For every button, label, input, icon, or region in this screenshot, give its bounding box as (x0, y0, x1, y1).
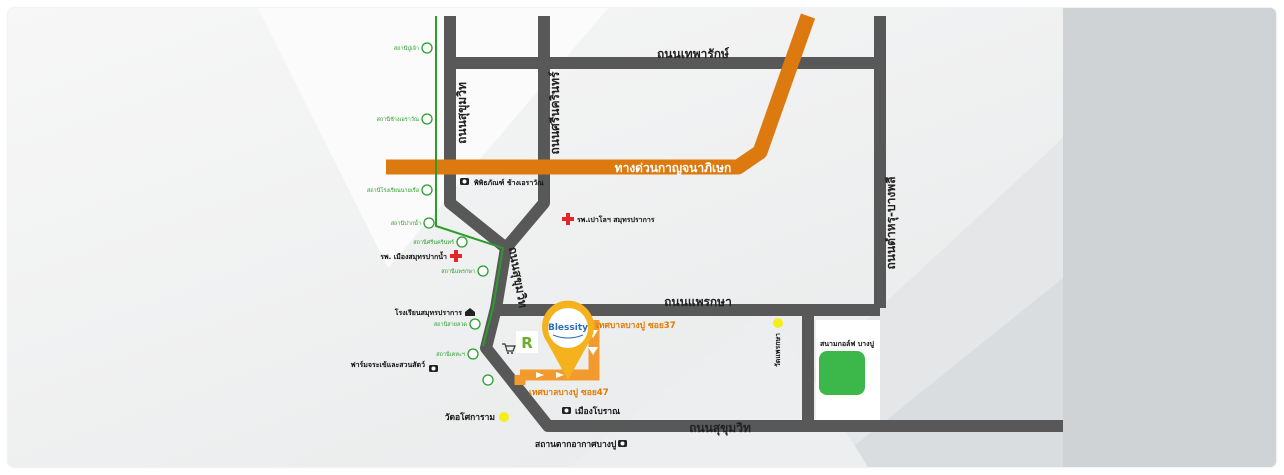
road-sukhumvit-upper (444, 16, 510, 253)
expressway-kanchanaphisek (386, 13, 816, 175)
poi-ancient-city: เมืองโบราณ (562, 406, 620, 417)
school-icon (465, 308, 475, 316)
svg-text:ฟาร์มจระเข้และสวนสัตว์: ฟาร์มจระเข้และสวนสัตว์ (351, 360, 425, 369)
bts-station-icon (421, 42, 433, 54)
camera-lens (462, 179, 467, 184)
svg-text:สถานีช้างเอราวัณ: สถานีช้างเอราวัณ (377, 116, 419, 123)
soi-37-label: เทศบาลบางปู ซอย37 (596, 321, 676, 331)
bts-station-icon (467, 348, 479, 360)
svg-text:วัดแพรกษา: วัดแพรกษา (774, 333, 782, 367)
map-card: ถนนเทพารักษ์ ถนนสุขุมวิท ถนนศรีนครินทร์ … (8, 8, 1276, 467)
road-label-theparak: ถนนเทพารักษ์ (657, 47, 729, 61)
svg-text:วัดอโศการาม: วัดอโศการาม (445, 412, 495, 423)
golf-course-icon (819, 351, 865, 395)
hospital-cross-icon (450, 250, 462, 262)
station-sailuat: สถานีสายลวด (434, 318, 481, 330)
hospital-cross-icon (562, 213, 574, 225)
poi-golf: สนามกอล์ฟ บางปู (820, 339, 875, 349)
station-pu-chao: สถานีปู่เจ้า (394, 42, 433, 54)
road-label-phraeksa: ถนนแพรกษา (664, 295, 732, 309)
bts-station-icon (477, 265, 489, 277)
temple-marker-icon (773, 318, 783, 328)
svg-text:สถานตากอากาศบางปู: สถานตากอากาศบางปู (535, 440, 617, 450)
shop-cart-icon (502, 343, 516, 354)
svg-text:สถานีศรีนครินทร์: สถานีศรีนครินทร์ (413, 239, 454, 246)
pin-swoosh (552, 334, 584, 339)
poi-hospital-paolo: รพ.เปาโลฯ สมุทรปราการ (562, 213, 655, 225)
station-paknam: สถานีปากน้ำ (391, 217, 435, 229)
camera-lens (620, 441, 625, 446)
bts-stations: สถานีปู่เจ้า สถานีช้างเอราวัณ สถานีโรงเร… (367, 42, 494, 386)
logo-box (516, 331, 538, 353)
svg-text:รพ.เปาโลฯ สมุทรปราการ: รพ.เปาโลฯ สมุทรปราการ (577, 215, 655, 224)
soi-arrows (536, 330, 598, 378)
bts-station-icon (469, 318, 481, 330)
station-srinakarin: สถานีศรีนครินทร์ (413, 236, 468, 248)
svg-text:เมืองโบราณ: เมืองโบราณ (575, 406, 620, 417)
project-logo: R (516, 331, 538, 353)
soi-47-label: เทศบาลบางปู ซอย47 (529, 388, 609, 398)
station-chang-erawan: สถานีช้างเอราวัณ (377, 113, 433, 125)
bts-station-icon (482, 374, 494, 386)
camera-lens (564, 408, 569, 413)
soi-roads (514, 320, 600, 385)
svg-text:สถานีเคหะฯ: สถานีเคหะฯ (436, 351, 465, 358)
poi-wat-phraeksa: วัดแพรกษา (773, 318, 783, 367)
camera-lens (431, 366, 436, 371)
bts-station-icon (423, 217, 435, 229)
arrow-down-icon (588, 347, 598, 355)
road-label-sukhumvit-south: ถนนสุขุมวิท (689, 421, 751, 436)
poi-wat-asokaram: วัดอโศการาม (445, 412, 509, 423)
map-svg: ถนนเทพารักษ์ ถนนสุขุมวิท ถนนศรีนครินทร์ … (8, 8, 1276, 467)
logo-letter: R (521, 334, 533, 352)
svg-text:สนามกอล์ฟ บางปู: สนามกอล์ฟ บางปู (820, 339, 875, 349)
poi-bangpu: สถานตากอากาศบางปู (535, 440, 627, 450)
bg-facet (258, 8, 608, 268)
bg-facet (828, 278, 1063, 467)
svg-text:สถานีแพรกษา: สถานีแพรกษา (441, 268, 475, 275)
poi-farm: ฟาร์มจระเข้และสวนสัตว์ (351, 360, 438, 372)
svg-text:สถานีสายลวด: สถานีสายลวด (434, 321, 468, 328)
temple-marker-icon (499, 412, 509, 422)
bts-station-icon (421, 184, 433, 196)
station-phraeksa: สถานีแพรกษา (441, 265, 489, 277)
road-label-srinakarin: ถนนศรีนครินทร์ (548, 71, 562, 155)
soi-37-road (520, 320, 600, 381)
road-label-tamru-bangphli: ถนนตำหรุ-บางพลี (884, 176, 899, 269)
pin-inner (548, 308, 588, 348)
svg-text:สถานีปากน้ำ: สถานีปากน้ำ (391, 219, 421, 227)
svg-text:พิพิธภัณฑ์ ช้างเอราวัณ: พิพิธภัณฑ์ ช้างเอราวัณ (474, 178, 545, 187)
poi-hospital-muang: รพ. เมืองสมุทรปากน้ำ (380, 250, 462, 262)
arrow-right-icon (556, 372, 564, 378)
road-sukhumvit-lower (480, 247, 808, 432)
svg-text:รพ. เมืองสมุทรปากน้ำ: รพ. เมืองสมุทรปากน้ำ (380, 250, 447, 261)
project-location-pin[interactable]: Blessity (542, 300, 594, 380)
poi-school: โรงเรียนสมุทรปราการ (394, 308, 475, 317)
bts-station-icon (456, 236, 468, 248)
station-extra (482, 374, 494, 386)
station-kheha: สถานีเคหะฯ (436, 348, 479, 360)
pin-brand-text: Blessity (548, 323, 588, 333)
road-label-expressway: ทางด่วนกาญจนาภิเษก (615, 161, 732, 175)
bts-line (435, 16, 505, 347)
right-panel (1063, 8, 1276, 467)
svg-text:สถานีปู่เจ้า: สถานีปู่เจ้า (394, 45, 419, 52)
arrow-right-icon (536, 372, 544, 378)
road-srinakarin (501, 16, 550, 252)
svg-text:โรงเรียนสมุทรปราการ: โรงเรียนสมุทรปราการ (394, 308, 463, 317)
station-naval-academy: สถานีโรงเรียนนายเรือ (367, 184, 433, 196)
road-label-sukhumvit-north: ถนนสุขุมวิท (455, 82, 470, 144)
poi-museum: พิพิธภัณฑ์ ช้างเอราวัณ (460, 178, 544, 187)
svg-text:สถานีโรงเรียนนายเรือ: สถานีโรงเรียนนายเรือ (367, 186, 419, 194)
road-sukhumvit-east (802, 310, 1063, 432)
bts-station-icon (421, 113, 433, 125)
